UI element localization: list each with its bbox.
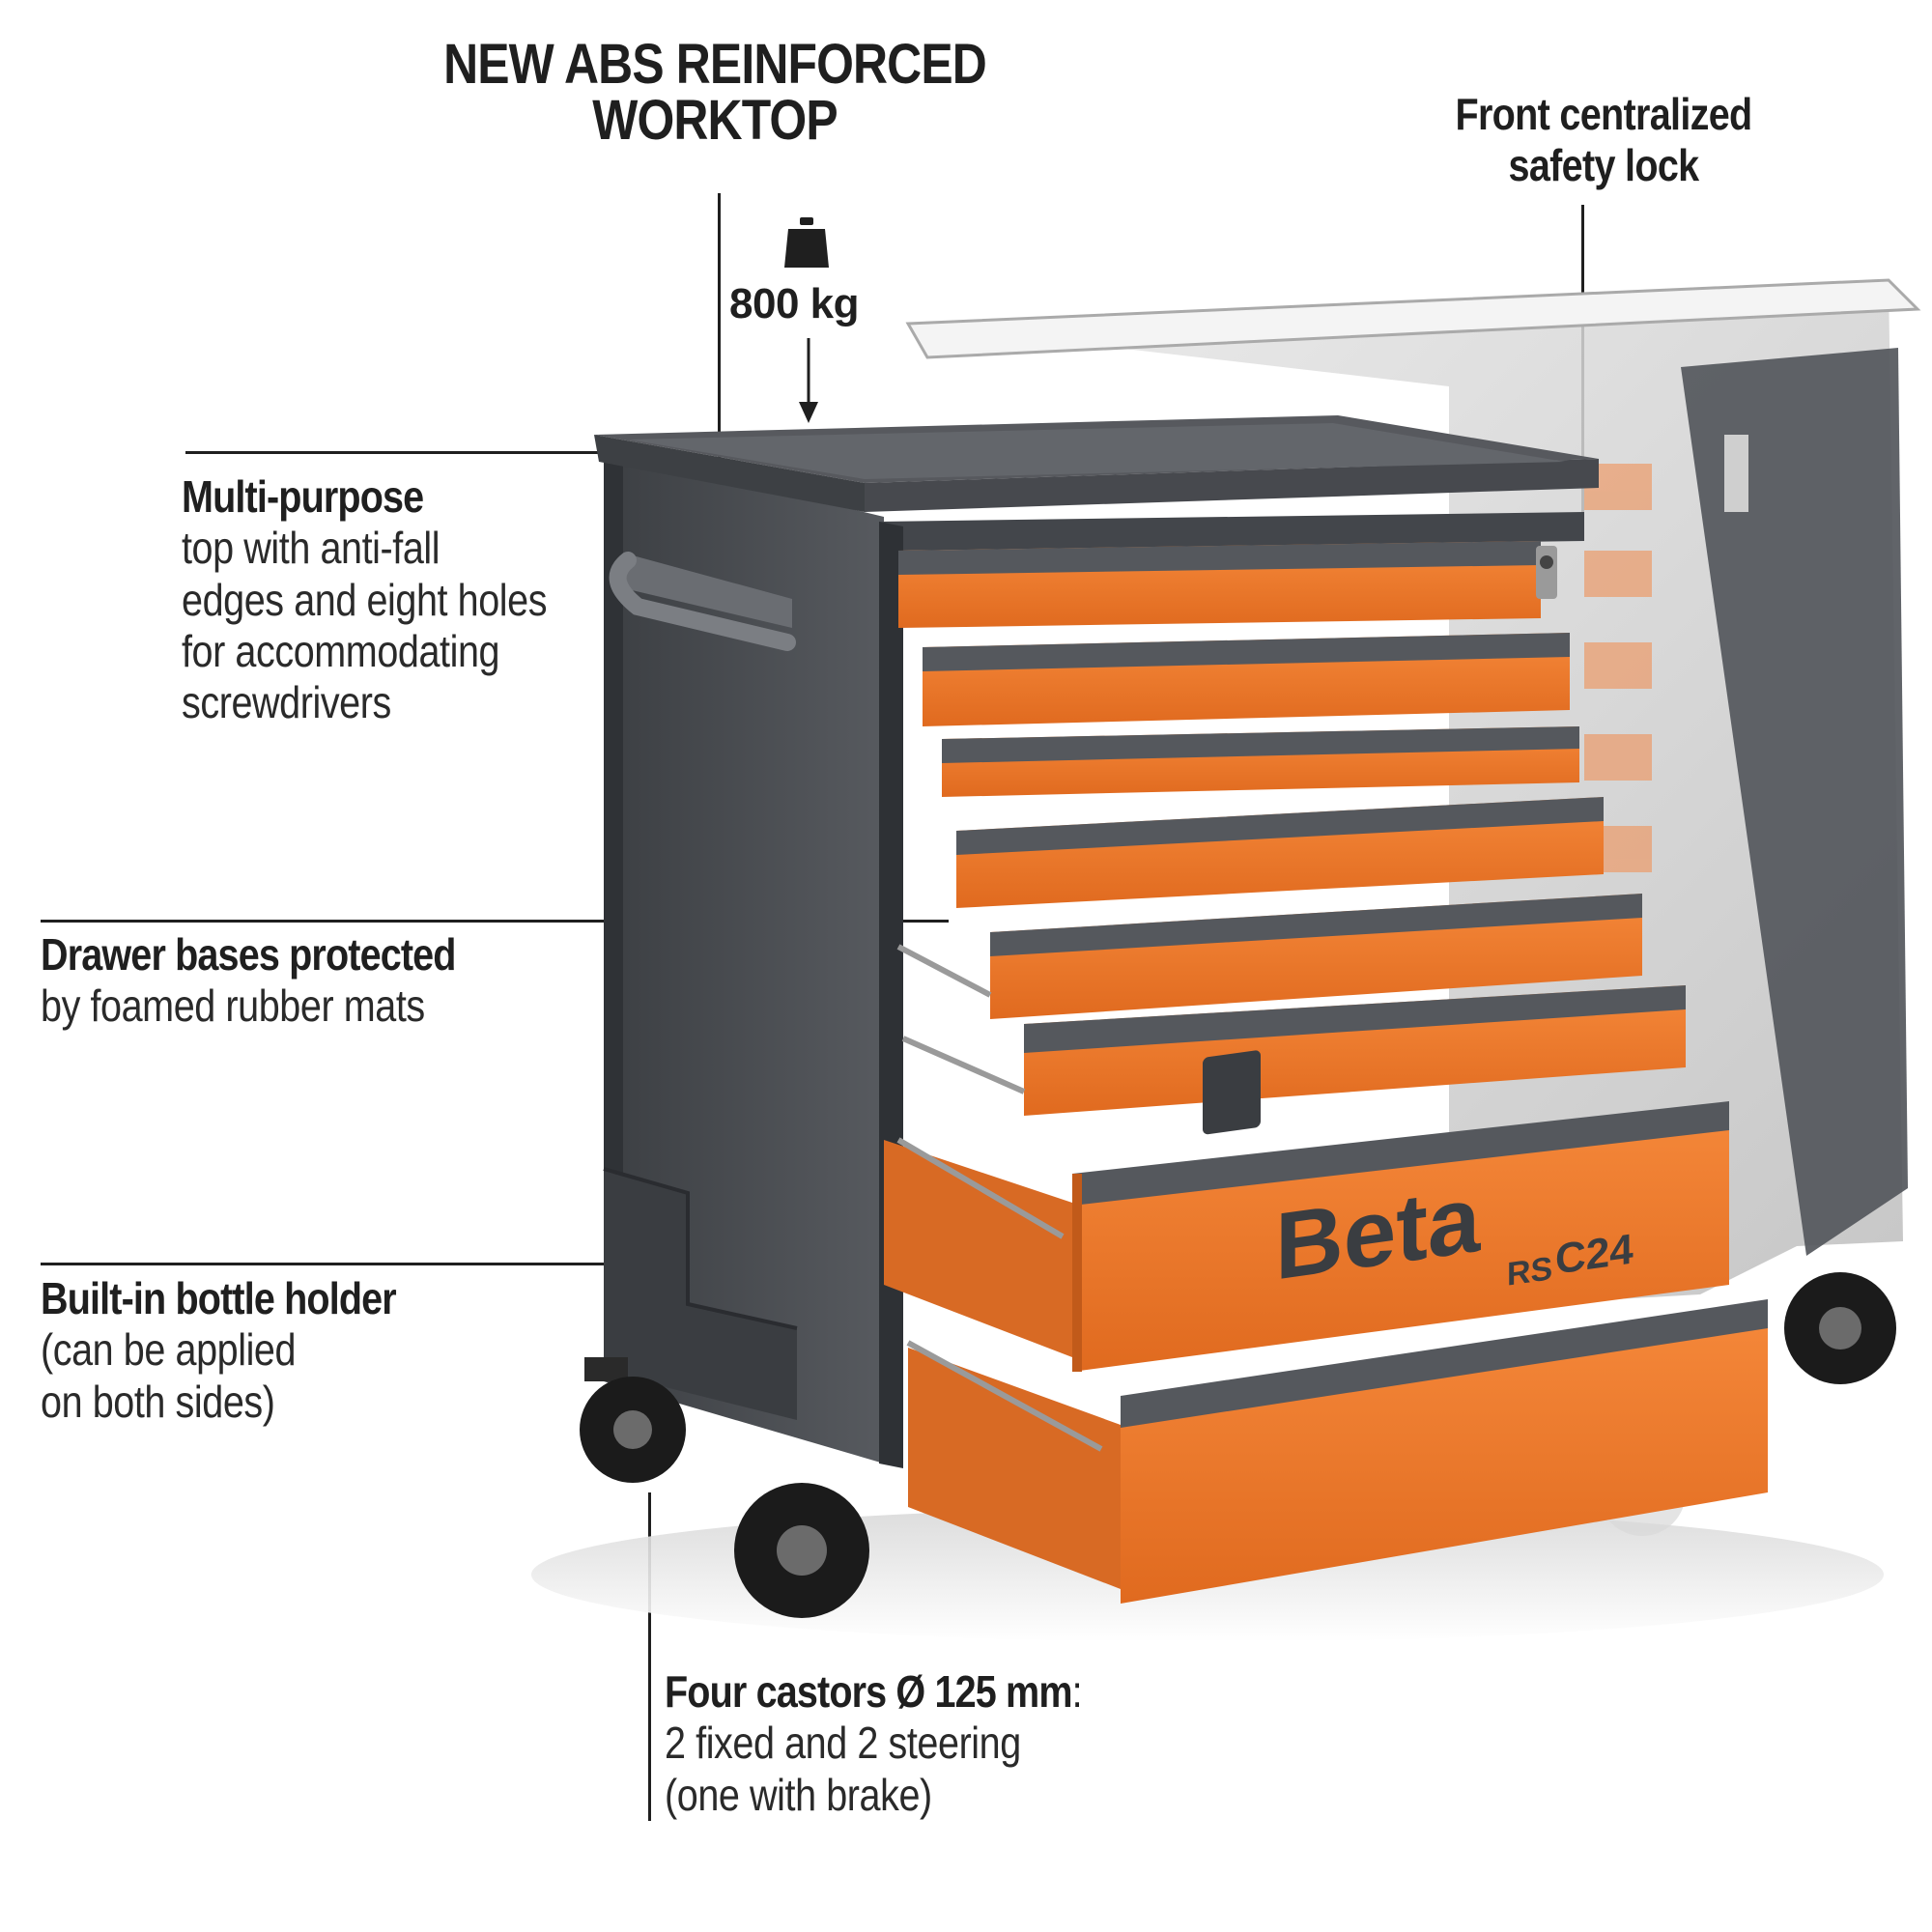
worktop-callout: NEW ABS REINFORCED WORKTOP xyxy=(396,37,1034,149)
drawer-bases-body-line: by foamed rubber mats xyxy=(41,980,425,1032)
weight-capacity-label: 800 kg xyxy=(729,280,859,327)
trolley-side-panel xyxy=(603,449,884,1463)
castor-wheel xyxy=(580,1357,686,1483)
drawer xyxy=(942,726,1579,797)
lock-title-line-2: safety lock xyxy=(1508,140,1700,191)
castor-wheel xyxy=(734,1483,869,1618)
multipurpose-leader-line xyxy=(185,451,611,454)
bottle-body-line: (can be applied xyxy=(41,1324,297,1376)
bottle-leader-line xyxy=(41,1263,697,1265)
multipurpose-heading: Multi-purpose xyxy=(182,471,424,522)
weight-icon xyxy=(784,217,829,268)
worktop-leader-line xyxy=(718,193,721,464)
drawer xyxy=(990,894,1642,1019)
castors-heading-text: Four castors Ø 125 mm xyxy=(665,1666,1073,1717)
drawer xyxy=(923,633,1570,726)
lock-icon xyxy=(1536,546,1557,599)
worktop xyxy=(594,415,1599,512)
drawer-slides xyxy=(896,944,1103,1452)
castors-heading-colon: : xyxy=(1071,1666,1083,1717)
multipurpose-body-line: edges and eight holes xyxy=(182,574,548,625)
drawer xyxy=(898,541,1541,628)
worktop-title-line-1: NEW ABS REINFORCED xyxy=(443,33,987,96)
lock-callout: Front centralized safety lock xyxy=(1391,89,1816,192)
model-code-text: C24 xyxy=(1555,1226,1634,1284)
castors-body-line: (one with brake) xyxy=(665,1769,932,1820)
weight-arrow-icon xyxy=(799,338,818,423)
drawers xyxy=(884,541,1768,1604)
drawer-bases-callout: Drawer bases protected by foamed rubber … xyxy=(41,929,524,1033)
multipurpose-body-line: top with anti-fall xyxy=(182,523,440,574)
castors-body-line: 2 fixed and 2 steering xyxy=(665,1718,1021,1769)
worktop-title-line-2: WORKTOP xyxy=(592,89,838,152)
bottle-heading: Built-in bottle holder xyxy=(41,1273,397,1323)
drawer-bases-heading: Drawer bases protected xyxy=(41,929,456,980)
multipurpose-body-line: screwdrivers xyxy=(182,677,391,728)
drawer-logo xyxy=(884,1101,1729,1372)
drawer xyxy=(1024,985,1686,1116)
drawer xyxy=(956,797,1604,908)
drawer-bases-leader-line xyxy=(41,920,949,923)
castors-heading: Four castors Ø 125 mm: xyxy=(665,1666,1083,1718)
castors-callout: Four castors Ø 125 mm: 2 fixed and 2 ste… xyxy=(665,1666,1150,1821)
castors-leader-line xyxy=(648,1492,651,1821)
drawer xyxy=(908,1299,1768,1604)
multipurpose-body-line: for accommodating xyxy=(182,626,500,677)
lock-title-line-1: Front centralized xyxy=(1455,89,1752,139)
castor-wheels xyxy=(580,1357,869,1618)
bottle-callout: Built-in bottle holder (can be applied o… xyxy=(41,1273,454,1428)
model-prefix-text: RS xyxy=(1507,1250,1552,1293)
multipurpose-callout: Multi-purpose top with anti-fall edges a… xyxy=(182,471,607,729)
bottle-body-line: on both sides) xyxy=(41,1376,275,1427)
